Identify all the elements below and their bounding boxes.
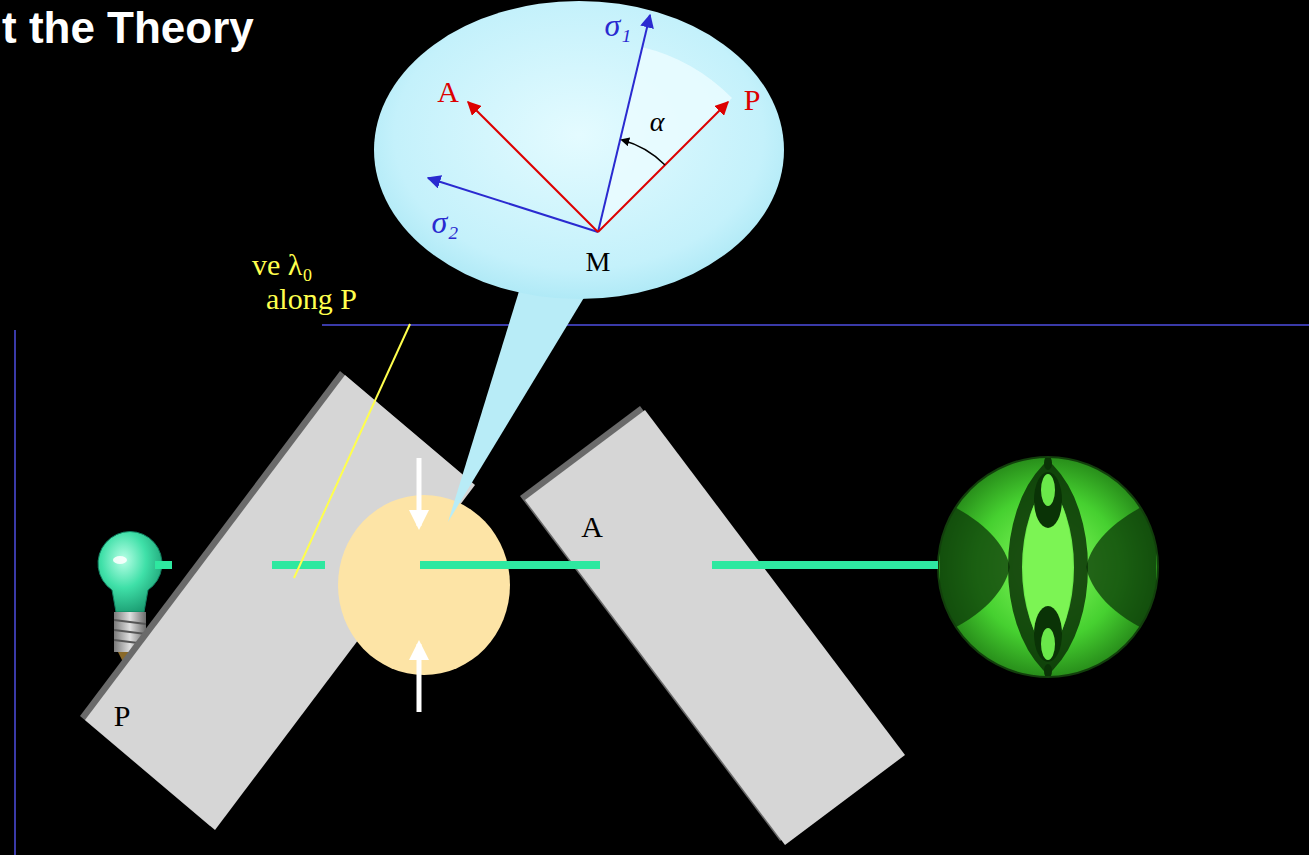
frame-line (322, 324, 1309, 326)
angle-label: α (650, 108, 665, 136)
angle-arc (622, 140, 665, 165)
point-label: M (586, 248, 611, 276)
analyzer: A (525, 410, 905, 845)
leader-line (294, 324, 410, 578)
angle-sector (598, 47, 732, 232)
light-beam (420, 561, 600, 569)
part-label: A (581, 512, 603, 542)
stress-axis (598, 15, 650, 232)
part-label: P (114, 701, 131, 731)
stress-label: σ₂ (432, 206, 459, 238)
analyzer-axis (468, 102, 598, 232)
polarizer-axis (598, 102, 728, 232)
axis-label: P (744, 85, 761, 115)
load-arrow (417, 644, 422, 712)
callout-bubble-shape (373, 0, 785, 530)
load-arrow (417, 458, 422, 526)
analyzer-shape (525, 410, 905, 845)
note-text: ve λ₀ (252, 250, 313, 280)
callout-bubble (374, 1, 784, 299)
photoelastic-disc (338, 495, 510, 675)
fringe-pattern (940, 456, 1156, 678)
stress-label: σ₁ (605, 9, 632, 41)
callout-tail (448, 288, 585, 522)
light-beam (712, 561, 938, 569)
slide-title: t the Theory (2, 6, 254, 50)
note-text: along P (266, 284, 357, 314)
fringe-circle (938, 457, 1158, 677)
axis-label: A (437, 77, 459, 107)
analyzer-plate (525, 410, 905, 845)
light-beam (155, 561, 172, 569)
frame-line (14, 330, 16, 855)
callout-bubble: σ₁ Aα Pσ₂ M (373, 0, 785, 300)
